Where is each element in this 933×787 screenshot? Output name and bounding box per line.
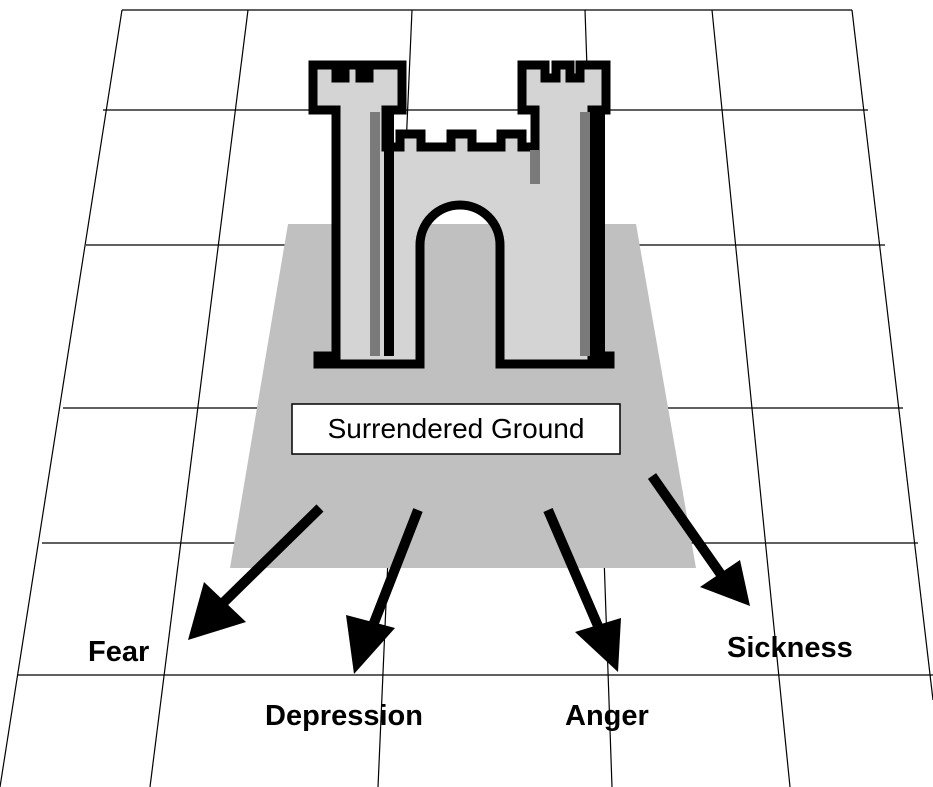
surrendered-ground-area [230,224,696,568]
outcome-label-anger: Anger [565,700,649,732]
outcome-label-fear: Fear [88,636,149,668]
surrendered-ground-label: Surrendered Ground [328,413,585,444]
outcome-label-sickness: Sickness [727,632,853,664]
surrendered-ground-label-box: Surrendered Ground [292,404,620,454]
outcome-label-depression: Depression [265,700,423,732]
